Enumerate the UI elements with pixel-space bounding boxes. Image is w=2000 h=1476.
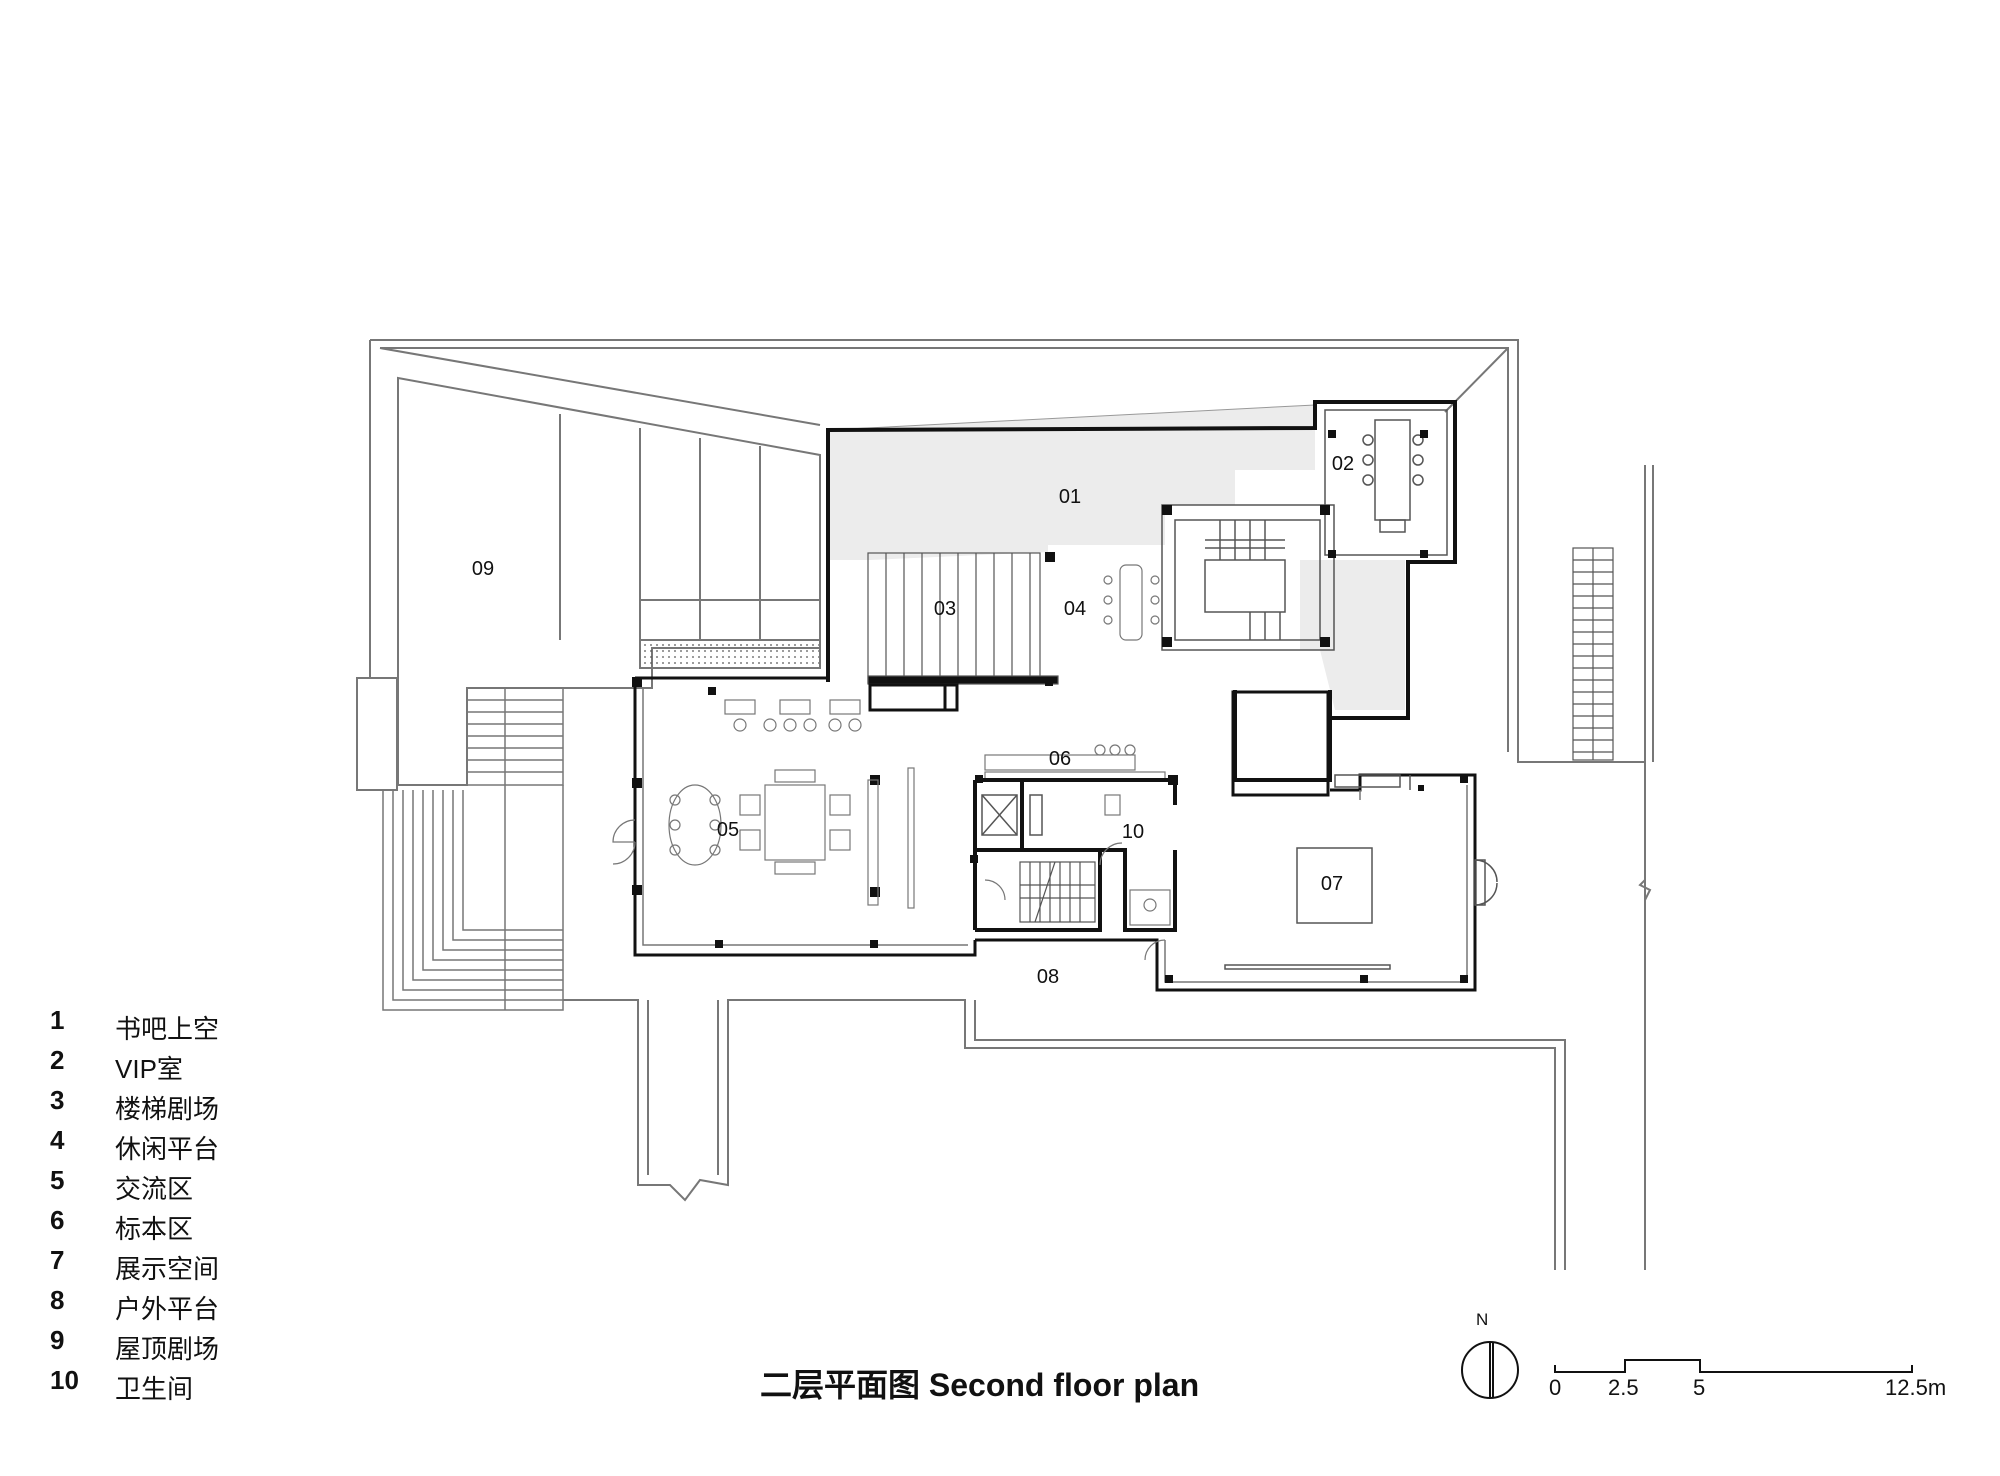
legend-label: 展示空间	[115, 1254, 220, 1284]
roof-outline	[369, 339, 1654, 1270]
legend-label: 卫生间	[115, 1374, 194, 1404]
legend-label: 楼梯剧场	[115, 1094, 220, 1124]
north-arrow-icon	[1461, 1341, 1519, 1399]
room-label-10: 10	[1122, 821, 1144, 843]
room-01-void-east	[1300, 560, 1405, 710]
stair-theater	[867, 552, 1059, 685]
scale-bar	[1554, 1359, 1913, 1373]
legend-number: 3	[50, 1085, 65, 1115]
thin-walls	[642, 688, 1468, 983]
elevator	[981, 794, 1043, 836]
legend-label: VIP室	[115, 1054, 183, 1084]
exchange-furniture	[612, 699, 915, 909]
exhibition-space	[1224, 774, 1498, 970]
room-label-09: 09	[472, 558, 494, 580]
scale-label-5: 5	[1693, 1375, 1706, 1400]
room-label-06: 06	[1049, 748, 1071, 770]
legend-number: 7	[50, 1245, 65, 1275]
bookbar-walls	[826, 400, 1457, 782]
room-label-01: 01	[1059, 486, 1081, 508]
legend-label: 书吧上空	[115, 1014, 220, 1044]
room-label-08: 08	[1037, 966, 1059, 988]
legend-number: 1	[50, 1005, 65, 1035]
toilets	[984, 794, 1171, 961]
legend-number: 9	[50, 1325, 65, 1355]
legend-number: 2	[50, 1045, 65, 1075]
legend-number: 10	[50, 1365, 79, 1395]
room-label-05: 05	[717, 819, 739, 841]
legend-label: 户外平台	[115, 1294, 220, 1324]
room-label-02: 02	[1332, 453, 1354, 475]
central-stair	[1161, 504, 1335, 651]
legend-label: 交流区	[115, 1174, 194, 1204]
north-label: N	[1476, 1310, 1489, 1329]
specimen-shelves	[984, 744, 1166, 781]
legend-label: 屋顶剧场	[115, 1334, 220, 1364]
lounge-table	[1103, 564, 1160, 641]
room-label-03: 03	[934, 598, 956, 620]
vip-room	[1324, 409, 1448, 556]
scale-label-12-5m: 12.5m	[1885, 1375, 1947, 1400]
legend-label: 休闲平台	[115, 1134, 220, 1164]
room-label-07: 07	[1321, 873, 1343, 895]
rooftop-theater	[356, 376, 821, 791]
legend-label: 标本区	[115, 1214, 194, 1244]
main-walls	[633, 676, 1477, 992]
scale-label-2-5: 2.5	[1608, 1375, 1639, 1400]
west-stair	[382, 687, 564, 1011]
legend-number: 8	[50, 1285, 65, 1315]
service-core	[973, 778, 1177, 932]
columns	[632, 430, 1468, 983]
legend-number: 4	[50, 1125, 65, 1155]
room-label-04: 04	[1064, 598, 1086, 620]
small-rooms	[868, 683, 1330, 797]
terrace-outline	[563, 999, 1566, 1270]
legend-number: 6	[50, 1205, 65, 1235]
scale-label-0: 0	[1549, 1375, 1562, 1400]
legend-number: 5	[50, 1165, 65, 1195]
east-stair	[1572, 547, 1614, 761]
core-stair	[1019, 861, 1096, 923]
room-01-void	[828, 405, 1315, 560]
plan-title: 二层平面图 Second floor plan	[760, 1367, 1200, 1403]
